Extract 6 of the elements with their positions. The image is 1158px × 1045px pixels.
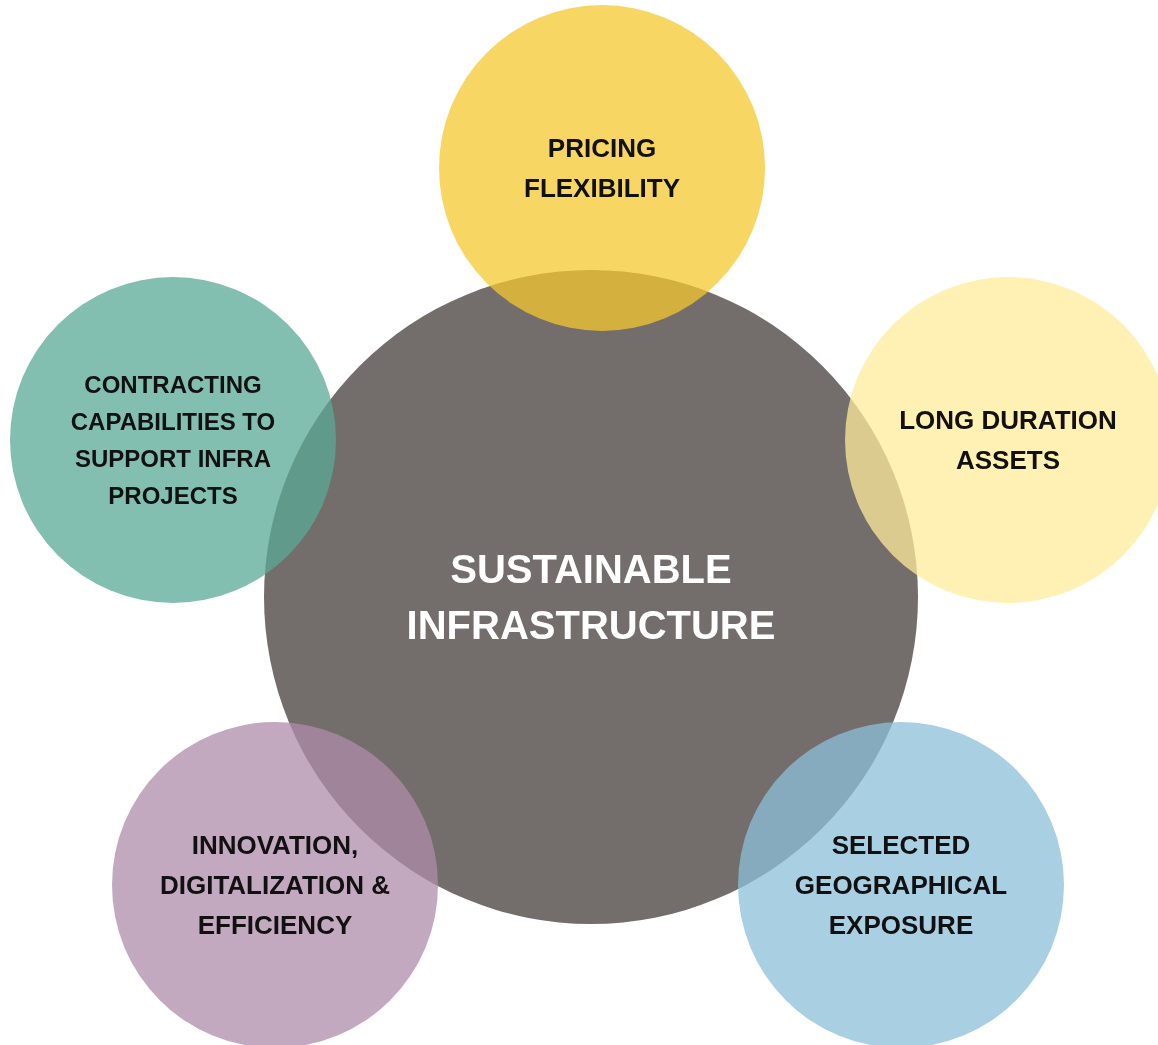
circle-label: PRICING FLEXIBILITY: [523, 131, 681, 205]
circle-label: SELECTED GEOGRAPHICAL EXPOSURE: [793, 828, 1009, 943]
circle-label: LONG DURATION ASSETS: [898, 403, 1118, 477]
circle-label: INNOVATION, DIGITALIZATION & EFFICIENCY: [158, 828, 392, 943]
circle-label: CONTRACTING CAPABILITIES TO SUPPORT INFRA PROJECTS: [69, 369, 277, 512]
circle-label: SUSTAINABLE INFRASTRUCTURE: [405, 546, 777, 649]
